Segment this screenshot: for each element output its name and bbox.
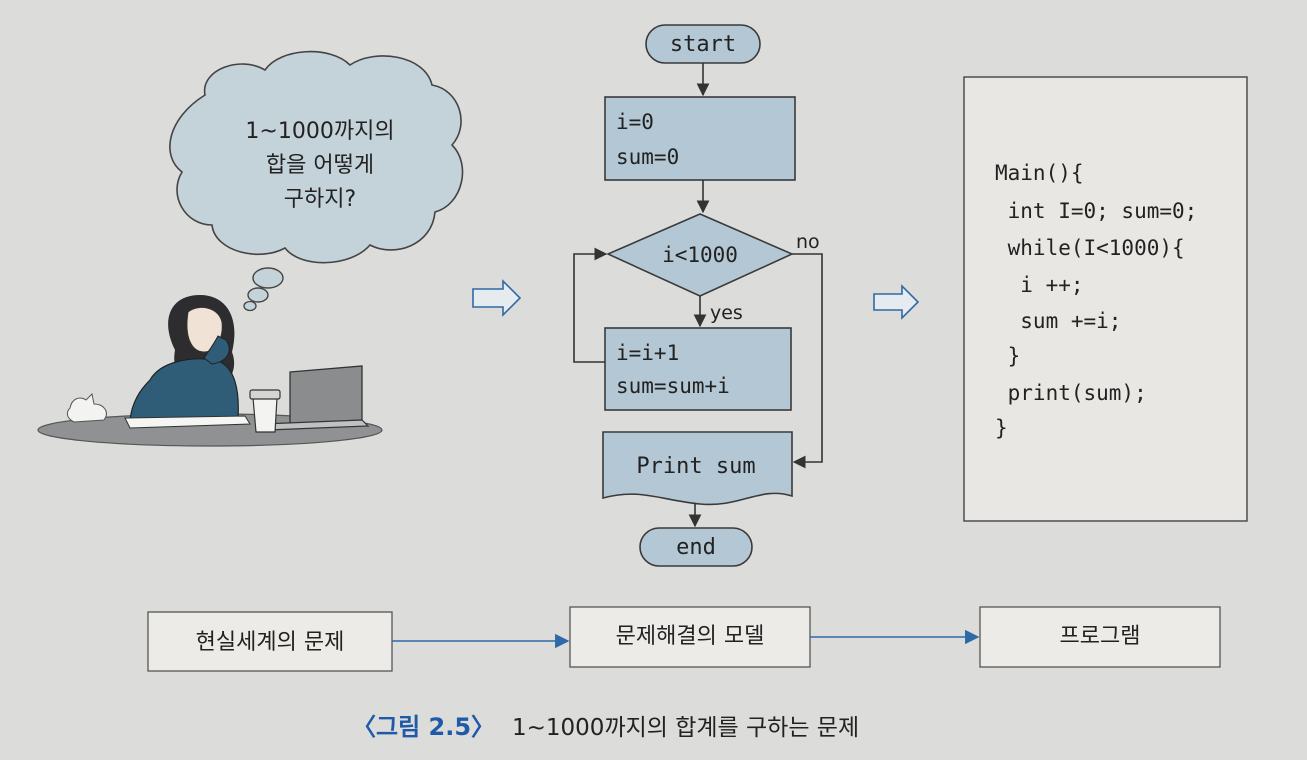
start-label: start — [670, 32, 736, 57]
print-output-shape — [602, 431, 793, 506]
hollow-arrow-right-icon — [472, 279, 522, 317]
person-illustration — [37, 295, 383, 447]
code-line-8: } — [995, 416, 1008, 440]
init-line-2: sum=0 — [616, 145, 679, 169]
process-step-3-label: 프로그램 — [1060, 624, 1141, 649]
code-line-6: } — [995, 344, 1020, 368]
hollow-arrow-right-icon — [873, 284, 920, 320]
process-step-real-world — [147, 611, 393, 672]
thought-line-3: 구하지? — [284, 187, 356, 212]
process-step-2-label: 문제해결의 모델 — [616, 624, 765, 649]
program-code-box — [963, 76, 1248, 522]
loop-process-box — [604, 327, 792, 411]
no-branch-connector — [792, 253, 823, 469]
thought-line-1: 1~1000까지의 — [245, 119, 394, 144]
condition-label: i<1000 — [662, 243, 738, 267]
code-line-7: print(sum); — [995, 381, 1147, 405]
process-step-program — [979, 606, 1221, 668]
code-line-5: sum +=i; — [995, 309, 1121, 333]
thought-line-2: 합을 어떻게 — [266, 153, 374, 178]
no-label: no — [796, 231, 820, 253]
loop-back-connector — [573, 247, 608, 363]
loop-line-2: sum=sum+i — [616, 374, 730, 398]
caption-label: 〈그림 2.5〉 — [352, 713, 495, 741]
end-terminal — [639, 527, 753, 567]
init-process-box — [604, 96, 796, 181]
process-step-model — [569, 606, 811, 668]
init-line-1: i=0 — [616, 110, 654, 134]
yes-label: yes — [710, 302, 743, 324]
loop-line-1: i=i+1 — [616, 341, 679, 365]
end-label: end — [676, 535, 716, 560]
code-line-1: Main(){ — [995, 161, 1084, 185]
print-label: Print sum — [636, 454, 755, 479]
code-line-4: i ++; — [995, 273, 1084, 297]
code-line-2: int I=0; sum=0; — [995, 199, 1197, 223]
thought-cloud — [169, 50, 464, 312]
code-line-3: while(I<1000){ — [995, 236, 1185, 260]
process-step-1-label: 현실세계의 문제 — [196, 630, 345, 655]
caption-text: 1~1000까지의 합계를 구하는 문제 — [512, 715, 859, 741]
